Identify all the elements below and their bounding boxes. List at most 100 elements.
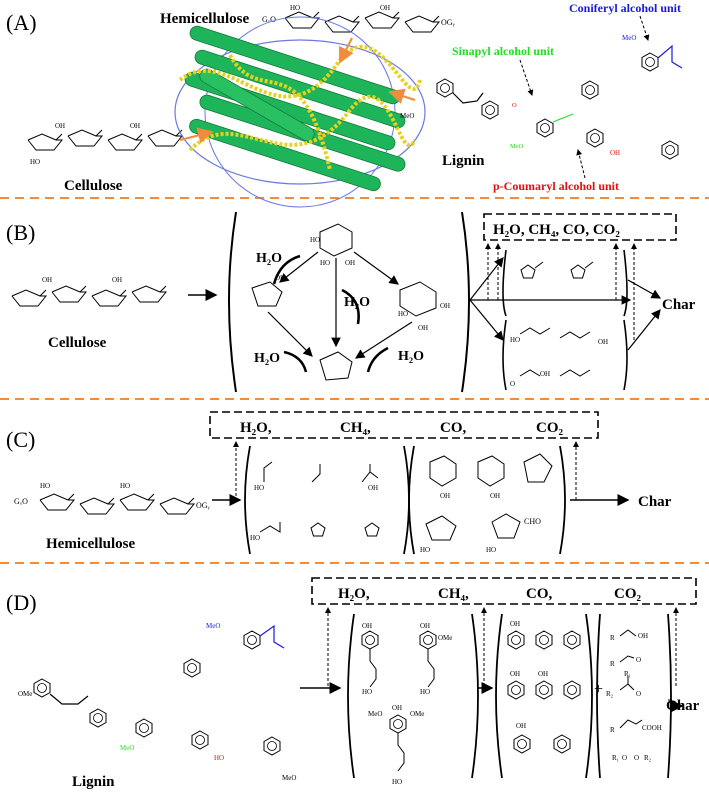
gas-h2o-d: H₂O,	[338, 586, 370, 602]
bracket-right	[471, 613, 479, 779]
atom-meo: MeO	[368, 710, 382, 718]
hemicellulose-pointer	[339, 37, 354, 64]
intermediate-right	[399, 281, 437, 317]
bracket-right	[461, 211, 470, 393]
atom-oh: OH	[112, 276, 122, 284]
atom-r1: R₁	[612, 754, 619, 762]
gy-label: OGᵧ	[441, 18, 456, 27]
atom-ho: HO	[214, 754, 224, 762]
atom-oh: OH	[368, 484, 378, 492]
atom-meo: MeO	[120, 744, 134, 752]
atom-oh: OH	[440, 302, 450, 310]
gas-box-d	[311, 577, 697, 605]
atom-ome: OMe	[410, 710, 424, 718]
hemicellulose-structure-c: GₓO OGᵧ HO HO	[14, 482, 211, 515]
bracket-left	[347, 613, 355, 779]
atom-o: O	[622, 754, 627, 762]
atom-meo: MeO	[622, 34, 636, 42]
water-label-4: H₂O	[398, 349, 424, 364]
atom-oh: OH	[598, 338, 608, 346]
levoglucosan-intermediates	[251, 223, 437, 381]
atom-ho: HO	[420, 546, 430, 554]
lignin-structure-d	[33, 624, 285, 756]
atom-oh: OH	[392, 704, 402, 712]
water-label-3: H₂O	[254, 351, 280, 366]
bracket-right	[623, 249, 628, 317]
atom-ho: HO	[250, 534, 260, 542]
helix-ring	[174, 39, 426, 185]
water-loss-curve	[366, 346, 389, 373]
atom-ho: HO	[510, 336, 520, 344]
arrow-b1	[279, 251, 319, 283]
arrow-b5	[354, 321, 413, 359]
lignin-title-d: Lignin	[72, 774, 115, 790]
atom-o: O	[510, 380, 515, 388]
water-loss-curve	[341, 288, 360, 325]
panel-d-label: (D)	[6, 590, 37, 615]
gx-label: GₓO	[14, 497, 28, 506]
atom-meo: MeO	[206, 622, 220, 630]
atom-ho: HO	[120, 482, 130, 490]
gas-products-b: H₂O, CH₄, CO, CO₂	[493, 222, 620, 238]
aliphatic-oxygenates	[619, 629, 643, 729]
atom-oh: OH	[610, 149, 620, 157]
lignin-title-a: Lignin	[442, 153, 485, 169]
aromatic-products	[507, 630, 581, 754]
gas-co2-c: CO₂	[536, 420, 564, 436]
lignin-pointer	[388, 88, 416, 104]
char-label-c: Char	[638, 494, 672, 510]
hemicellulose-title-c: Hemicellulose	[46, 536, 135, 552]
gas-box-c	[209, 411, 599, 439]
atom-ho: HO	[320, 259, 330, 267]
char-label-d: Char	[666, 698, 700, 714]
coniferyl-pointer	[639, 15, 650, 41]
atom-ho: HO	[290, 4, 300, 12]
atom-ho: HO	[486, 546, 496, 554]
bracket-left	[244, 445, 251, 555]
gas-co-c: CO,	[440, 420, 467, 436]
hemicellulose-title: Hemicellulose	[160, 11, 249, 27]
atom-r1: R₁	[624, 670, 631, 678]
cellulose-pointer	[179, 127, 214, 144]
atom-r: R	[610, 726, 615, 734]
panel-b: (B) OH OH Cellulose HO HO OH OH OH HO OH	[6, 211, 696, 393]
atom-meo: MeO	[400, 112, 414, 120]
bracket-right	[585, 613, 593, 779]
intermediate-top	[319, 223, 353, 257]
coniferyl-label: Coniferyl alcohol unit	[569, 1, 681, 15]
cellulose-structure-b: OH OH	[11, 276, 167, 307]
water-label-1: H₂O	[256, 251, 282, 266]
atom-o: O	[512, 102, 517, 109]
gy-label: OGᵧ	[196, 501, 211, 510]
lignin-structure-a	[436, 44, 683, 160]
atom-ho: HO	[30, 158, 40, 166]
bracket-left	[596, 613, 601, 779]
panel-a-label: (A)	[6, 10, 37, 35]
cellulose-title-a: Cellulose	[64, 178, 123, 194]
atom-o: O	[634, 754, 639, 762]
phenolic-monomers	[361, 630, 437, 772]
atom-oh: OH	[345, 259, 355, 267]
sinapyl-label: Sinapyl alcohol unit	[452, 44, 554, 58]
arrow-to-oxygenates	[469, 299, 504, 341]
water-label-2: H₂O	[344, 295, 370, 310]
coumaryl-label: p-Coumaryl alcohol unit	[493, 179, 619, 193]
arrow-oxy-char	[627, 309, 661, 351]
atom-meo: MeO	[510, 143, 524, 150]
intermediate-left	[251, 281, 283, 307]
cellulose-title-b: Cellulose	[48, 335, 107, 351]
atom-oh: OH	[418, 324, 428, 332]
atom-oh: OH	[42, 276, 52, 284]
atom-ho: HO	[310, 236, 320, 244]
atom-r: R	[610, 660, 615, 668]
gas-co2-d: CO₂	[614, 586, 642, 602]
hemicellulose-structure-a: GₓO OGᵧ HO OH	[262, 4, 456, 33]
atom-meo: MeO	[282, 774, 296, 782]
bracket-right	[623, 319, 628, 391]
atom-o: O	[636, 656, 641, 664]
light-oxygenates-c	[259, 461, 380, 537]
atom-oh: OH	[638, 632, 648, 640]
atom-cooh: COOH	[642, 724, 662, 732]
atom-oh: OH	[538, 670, 548, 678]
